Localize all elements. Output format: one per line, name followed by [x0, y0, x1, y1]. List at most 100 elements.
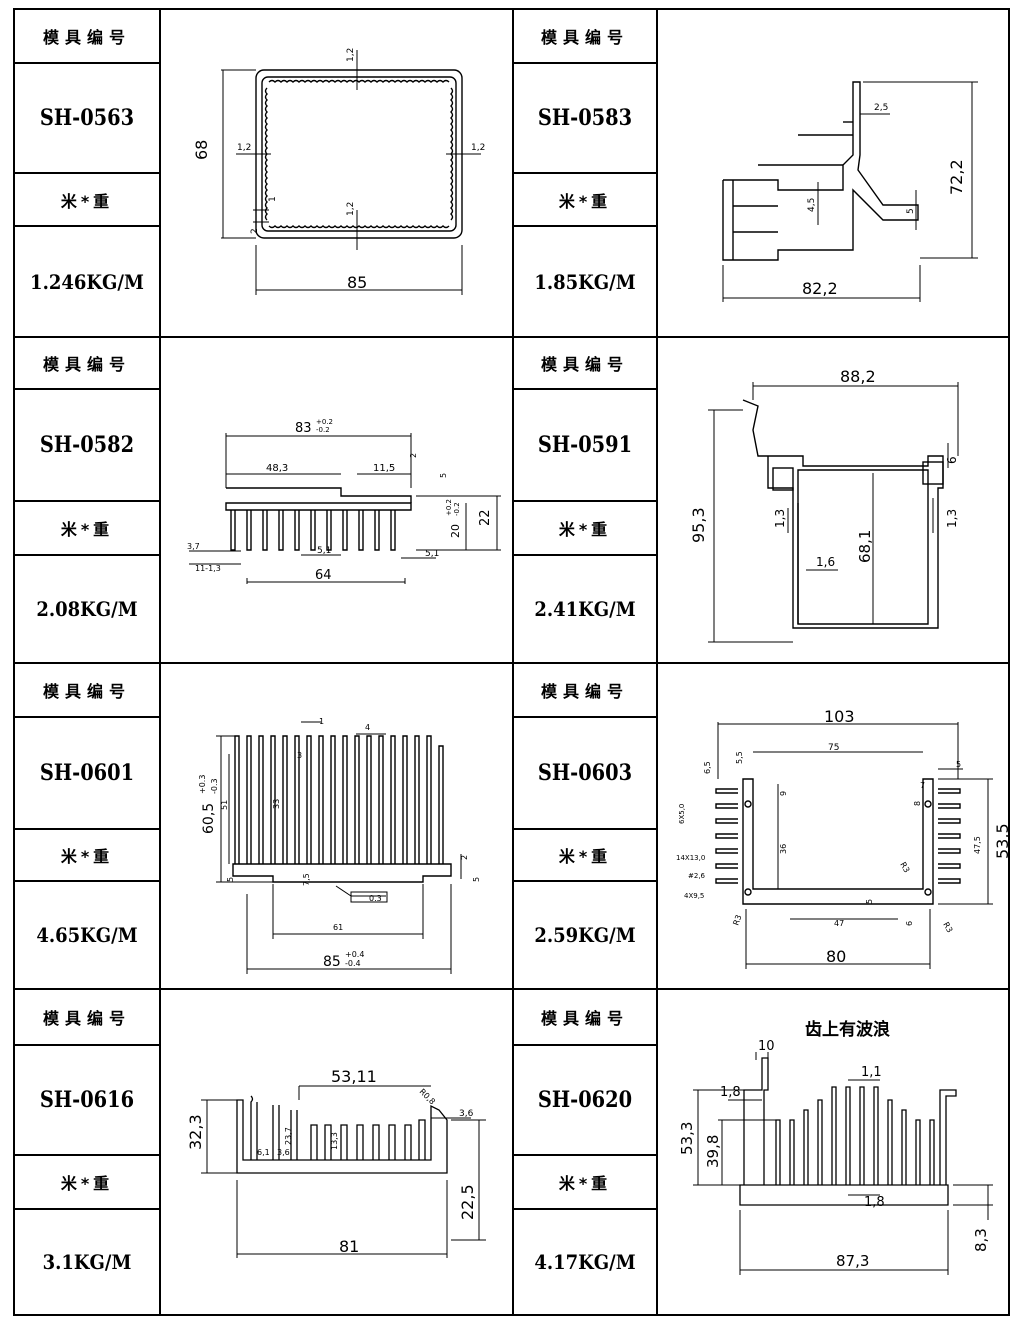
dim-base-h: 8,3 — [972, 1228, 990, 1252]
dim-b: 5,5 — [735, 751, 744, 764]
dim-c: 9 — [779, 791, 788, 796]
dim-mid: 11,5 — [373, 463, 395, 474]
dim-width: 88,2 — [840, 367, 876, 386]
mold-no-label: 模具编号 — [540, 682, 629, 701]
dim-wall-right: 1,2 — [471, 143, 485, 153]
dim-height: 53,5 — [993, 823, 1008, 859]
dim-fin-tol-dn: -0.2 — [453, 502, 461, 516]
dim-h: 5 — [865, 899, 874, 904]
profile-code: SH-0591 — [537, 432, 633, 458]
weight-label: 米*重 — [558, 1174, 612, 1193]
dim-base: 7,5 — [302, 873, 311, 886]
dim-base2: 5 — [226, 877, 235, 882]
cell-divider — [513, 172, 658, 174]
cell-divider — [513, 500, 658, 502]
dim-s3: #2,6 — [688, 872, 706, 880]
weight-label: 米*重 — [60, 520, 114, 539]
dim-pitch2: 5,1 — [425, 549, 439, 559]
dim-total-tol-up: +0.2 — [316, 418, 333, 426]
cell-divider — [15, 62, 160, 64]
mold-no-label: 模具编号 — [42, 682, 131, 701]
dim-s2: 14X13,0 — [676, 854, 705, 862]
dim-wall-bottom: 1,2 — [346, 202, 356, 216]
cell-divider — [15, 1044, 160, 1046]
dim-fin-tol-up: +0.2 — [445, 499, 453, 516]
dim-height: 22 — [478, 509, 493, 526]
profile-weight: 2.41KG/M — [534, 597, 636, 621]
weight-label: 米*重 — [558, 847, 612, 866]
dim-a: 6,1 — [257, 1148, 270, 1157]
cell-divider — [15, 388, 160, 390]
profile-drawing-sh0591: 88,2 95,3 68,1 1,3 1,3 1,6 6 — [658, 338, 1008, 662]
profile-weight: 2.08KG/M — [36, 597, 138, 621]
dim-pitch: 5,1 — [317, 546, 331, 556]
profile-weight: 1.246KG/M — [30, 269, 144, 294]
dim-fin-gap: 4 — [365, 723, 370, 732]
cell-divider — [513, 62, 658, 64]
dim-inner: 75 — [828, 743, 839, 753]
dim-d: 13,3 — [330, 1132, 339, 1150]
dim-width: 103 — [824, 707, 855, 726]
catalog-sheet: 模具编号 SH-0563 米*重 1.246KG/M 模具编号 SH-0582 … — [13, 8, 1010, 1316]
dim-height: 60,5 — [201, 803, 217, 834]
dim-top: 53,11 — [331, 1067, 377, 1086]
dim-width: 85 — [323, 954, 341, 970]
cell-divider — [513, 1044, 658, 1046]
dim-e: 8 — [913, 801, 922, 806]
profile-code: SH-0616 — [39, 1087, 135, 1113]
dim-flat: 0.3 — [369, 894, 382, 903]
dim-base-w: 64 — [315, 568, 332, 583]
dim-wall-mid: 1,6 — [816, 555, 835, 569]
profile-drawing-sh0583: 82,2 72,2 2,5 4,5 5 — [658, 10, 1008, 336]
dim-width: 87,3 — [836, 1252, 869, 1270]
dim-fin-t: 1 — [319, 717, 324, 726]
dim-base: 2 — [250, 228, 260, 234]
profile-drawing-sh0616: 53,11 32,3 22,5 81 R0,8 3,6 6,1 3,6 23,7… — [161, 990, 512, 1314]
dim-r2: 5 — [439, 473, 448, 478]
mold-no-label: 模具编号 — [42, 28, 131, 47]
dim-lip: 10 — [758, 1039, 775, 1054]
profile-drawing-sh0563: 68 85 1,2 1,2 1,2 1,2 1 2 — [161, 10, 512, 336]
mold-no-label: 模具编号 — [42, 355, 131, 374]
cell-divider — [15, 880, 160, 882]
weight-label: 米*重 — [60, 1174, 114, 1193]
mold-no-label: 模具编号 — [540, 1009, 629, 1028]
dim-r1: R3 — [898, 861, 911, 875]
row-divider — [15, 662, 1008, 664]
dim-s1: 6X5,0 — [678, 804, 686, 824]
cell-divider — [15, 225, 160, 227]
dim-fin-h: 39,8 — [704, 1135, 722, 1168]
row-divider — [15, 336, 1008, 338]
dim-gap: 1,8 — [720, 1085, 741, 1100]
dim-edge: 3,7 — [187, 542, 200, 551]
dim-fin-w: 3 — [297, 751, 302, 760]
profile-weight: 1.85KG/M — [534, 269, 636, 294]
cell-divider — [513, 828, 658, 830]
dim-base-h: 22,5 — [458, 1184, 477, 1220]
dim-height: 68 — [192, 140, 211, 160]
dim-f: 5 — [956, 760, 961, 769]
weight-label: 米*重 — [558, 191, 612, 211]
dim-edge2: 11-1,3 — [195, 564, 221, 573]
dim-h2: 47,5 — [973, 836, 982, 854]
dim-w-tol-dn: -0.4 — [345, 959, 361, 968]
dim-wall-top: 1,2 — [346, 48, 356, 62]
dim-s4: 4X9,5 — [684, 892, 704, 900]
weight-label: 米*重 — [558, 520, 612, 539]
profile-weight: 3.1KG/M — [42, 1250, 132, 1274]
dim-slot: 1 — [268, 196, 278, 202]
dim-t: 3,6 — [459, 1109, 474, 1119]
mold-no-label: 模具编号 — [540, 28, 629, 47]
wave-teeth-note: 齿上有波浪 — [805, 1020, 890, 1040]
cell-divider — [15, 554, 160, 556]
profile-code: SH-0620 — [537, 1087, 633, 1113]
dim-step: 4,5 — [807, 198, 817, 212]
dim-h-tol-up: +0.3 — [198, 775, 207, 794]
dim-h3: 36 — [779, 844, 788, 854]
profile-drawing-sh0601: 60,5 +0.3 -0.3 51 33 1 4 3 7,5 5 5 2 0.3… — [161, 664, 512, 988]
dim-r1: 2 — [409, 453, 418, 458]
dim-c: 23,7 — [284, 1127, 293, 1145]
dim-total-tol-dn: -0.2 — [316, 426, 330, 434]
weight-label: 米*重 — [60, 191, 114, 211]
dim-d: 7 — [920, 781, 925, 790]
